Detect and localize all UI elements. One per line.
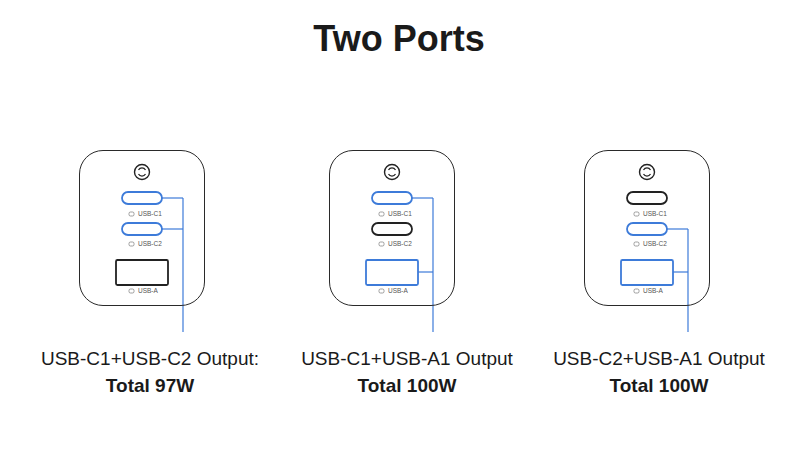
charger-ports xyxy=(366,165,433,333)
page-title: Two Ports xyxy=(0,18,798,60)
charger-ports xyxy=(621,165,688,333)
port-label: USB-C2 xyxy=(138,241,162,248)
port-label: USB-C1 xyxy=(643,211,667,218)
total-power: Total 97W xyxy=(106,375,194,398)
charger-body: USB-C1USB-C2USB-A xyxy=(329,150,455,306)
port-label: USB-A xyxy=(138,288,158,295)
port-label: USB-C1 xyxy=(388,211,412,218)
port-label: USB-A xyxy=(643,288,663,295)
port-combination: USB-C1+USB-A1 Output xyxy=(301,348,513,371)
port-label: USB-C1 xyxy=(138,211,162,218)
port-label: USB-C2 xyxy=(388,241,412,248)
charger-body: USB-C1USB-C2USB-A xyxy=(79,150,205,306)
charger-body: USB-C1USB-C2USB-A xyxy=(584,150,710,306)
charger-ports xyxy=(116,165,183,333)
port-label: USB-C2 xyxy=(643,241,667,248)
port-combination: USB-C2+USB-A1 Output xyxy=(553,348,765,371)
port-combination: USB-C1+USB-C2 Output: xyxy=(41,348,259,371)
total-power: Total 100W xyxy=(610,375,709,398)
port-label: USB-A xyxy=(388,288,408,295)
total-power: Total 100W xyxy=(358,375,457,398)
